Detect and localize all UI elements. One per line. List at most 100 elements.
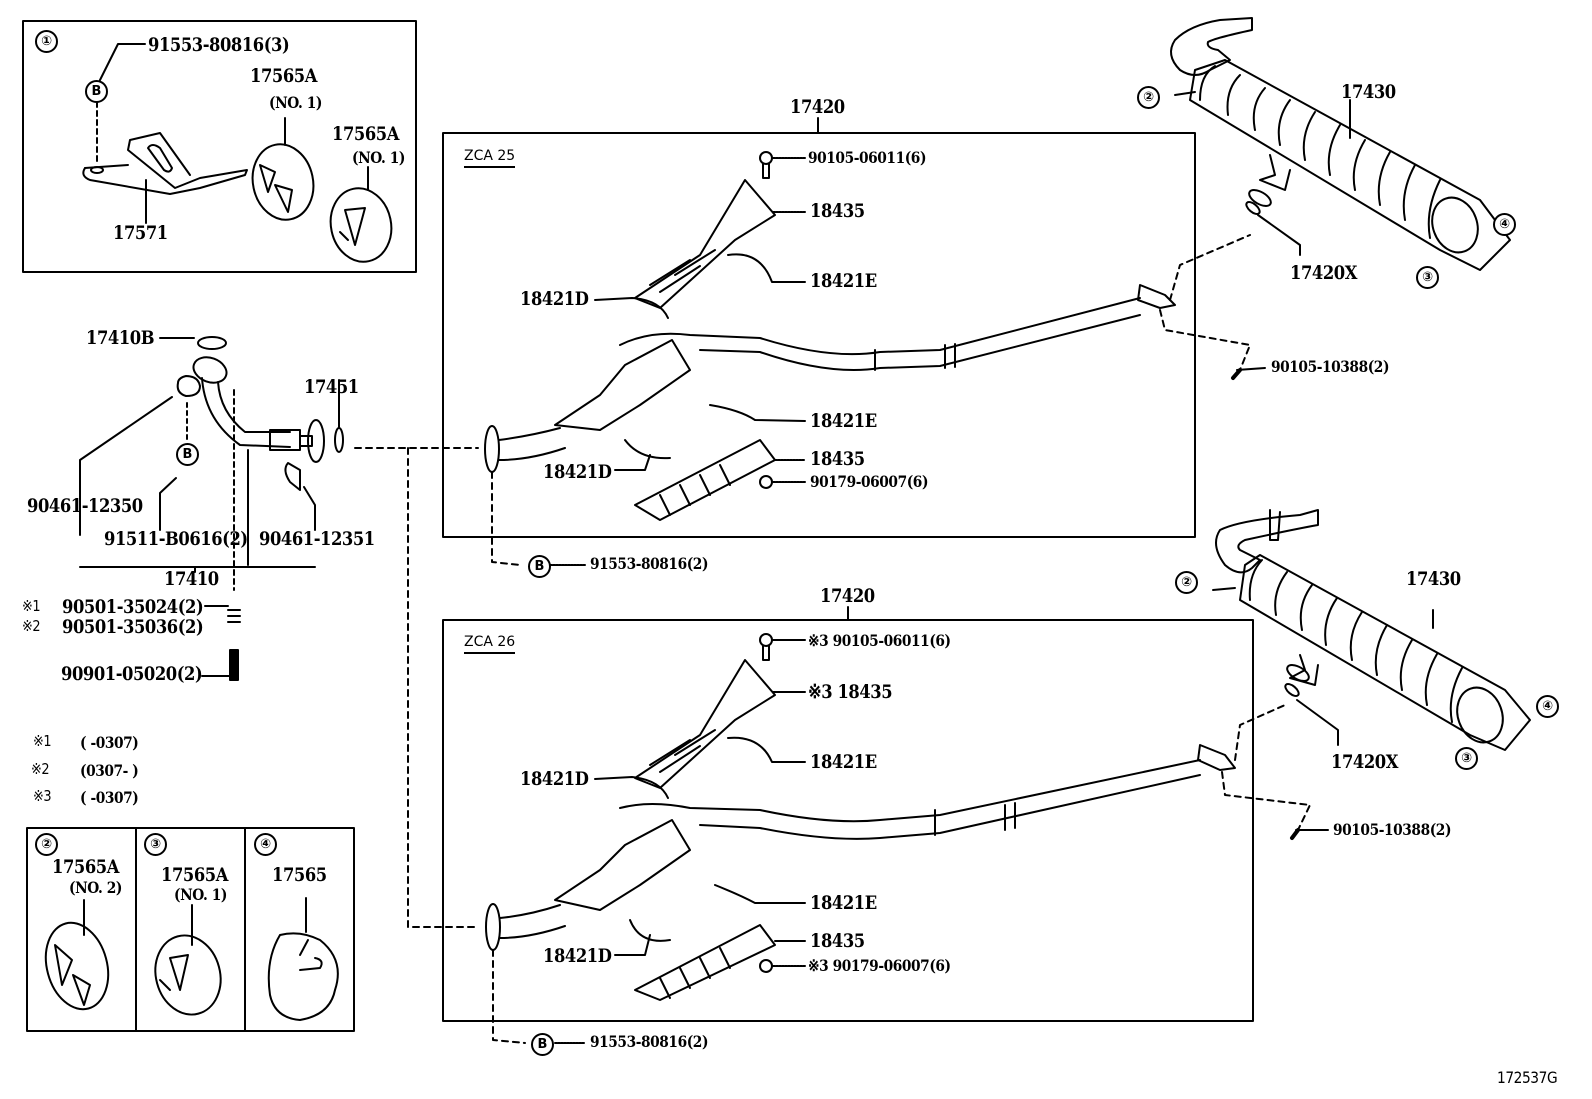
zca26-nut [759,959,806,973]
part-label-spring-90501-35024[interactable]: 90501-35024(2) [62,596,204,618]
inset-divider [135,827,246,1032]
note-mark-2: ※2 [22,617,41,635]
legend-mark: ※1 [33,732,52,750]
hanger-no2-drawing [44,899,110,1011]
legend-mark: ※2 [31,760,50,778]
part-label-bolt-90105-10388[interactable]: 90105-10388(2) [1271,357,1390,376]
zca25-catalyst-pipe [484,234,1266,473]
part-label-bolt-90105-06011[interactable]: ※3 90105-06011(6) [808,631,951,650]
zca26-bolt [759,633,806,661]
note-mark-1: ※1 [22,597,41,615]
zca26-heat-shield-bottom [634,924,806,1001]
zca26-heat-shield-top [634,659,806,789]
part-label-bolt-90105-10388[interactable]: 90105-10388(2) [1333,820,1452,839]
part-label-bolt-91511[interactable]: 91511-B0616(2) [104,528,248,550]
part-label-bracket-17571[interactable]: 17571 [113,222,168,244]
callout-index-3: ③ [1416,266,1439,289]
part-label-clamp-18421e[interactable]: 18421E [810,892,877,914]
part-label-bolt-91553[interactable]: 91553-80816(2) [590,1032,709,1051]
part-label-stud-90901[interactable]: 90901-05020(2) [61,663,203,685]
part-label-clamp-18421d[interactable]: 18421D [543,945,612,967]
model-title-zca26: ZCA 26 [464,634,516,654]
part-label-shield-18435[interactable]: ※3 18435 [808,681,893,703]
part-label-shield-18435[interactable]: 18435 [810,930,865,952]
part-label-assembly-17420[interactable]: 17420 [820,585,875,607]
callout-index-3: ③ [144,833,167,856]
part-label-front-pipe-17410[interactable]: 17410 [164,568,219,590]
legend-range: (0307- ) [80,761,139,780]
part-label-hanger-17565a-no1[interactable]: 17565A [161,864,228,886]
callout-index-4: ④ [1493,213,1516,236]
legend-mark: ※3 [33,787,52,805]
part-label-shield-18435[interactable]: 18435 [810,200,865,222]
hanger-insets-frame [26,827,355,1032]
callout-index-4: ④ [254,833,277,856]
muffler-top-drawing [1170,17,1511,271]
dashed-connection [492,949,526,1044]
part-label-clamp-18421d[interactable]: 18421D [520,768,589,790]
zca25-nut [759,475,806,489]
legend-range: ( -0307) [80,788,139,807]
part-label-gasket-17420x[interactable]: 17420X [1331,751,1398,773]
zca25-heat-shield-top [634,179,806,309]
part-label-hanger-17565a-no2[interactable]: 17565A [52,856,119,878]
bracket-17571-drawing [82,132,248,224]
hanger-17565a-drawing [251,117,315,221]
part-sublabel: (NO. 2) [69,878,122,897]
part-label-nut-90179[interactable]: ※3 90179-06007(6) [808,956,951,975]
callout-index-3: ③ [1455,747,1478,770]
hanger-17565a-drawing [329,166,393,263]
part-label-hanger-17565a[interactable]: 17565A [332,123,399,145]
callout-index-2: ② [35,833,58,856]
clamp-18421e-top [727,736,806,763]
part-label-nut-90179[interactable]: 90179-06007(6) [810,472,929,491]
part-sublabel: (NO. 1) [352,148,405,167]
bolt-ref-b: B [528,555,551,578]
zca25-heat-shield-bottom [634,439,806,521]
part-label-shield-18435[interactable]: 18435 [810,448,865,470]
clamp-18421e-top [727,253,806,283]
part-label-gasket-17410b[interactable]: 17410B [86,327,155,349]
front-pipe-drawing [79,336,344,681]
part-label-bolt-90105-06011[interactable]: 90105-06011(6) [808,148,927,167]
bolt-ref-b: B [531,1033,554,1056]
part-sublabel: (NO. 1) [269,93,322,112]
clamp-18421e-bottom [709,404,806,422]
part-label-hanger-17565a[interactable]: 17565A [250,65,317,87]
part-label-clamp-18421d[interactable]: 18421D [520,288,589,310]
hanger-17565-drawing [267,897,339,1021]
zca25-bolt [759,151,806,179]
part-label-hanger-17565[interactable]: 17565 [272,864,327,886]
part-label-muffler-17430[interactable]: 17430 [1406,568,1461,590]
clamp-18421d-top [594,776,669,799]
model-title-zca25: ZCA 25 [464,148,516,168]
callout-index-2: ② [1137,86,1160,109]
dashed-connection [491,471,521,566]
callout-index-2: ② [1175,571,1198,594]
leader-line [99,43,146,81]
part-label-bracket-90461-12350[interactable]: 90461-12350 [27,495,143,517]
part-label-assembly-17420[interactable]: 17420 [790,96,845,118]
part-label-clamp-18421e[interactable]: 18421E [810,270,877,292]
part-label-bolt-91553[interactable]: 91553-80816(2) [590,554,709,573]
part-label-bolt-91553[interactable]: 91553-80816(3) [148,34,290,56]
hanger-no1-drawing [154,904,222,1016]
clamp-18421d-top [594,297,669,319]
part-label-gasket-17451[interactable]: 17451 [304,376,359,398]
part-label-spring-90501-35036[interactable]: 90501-35036(2) [62,616,204,638]
muffler-bottom-drawing [1212,509,1531,751]
part-label-muffler-17430[interactable]: 17430 [1341,81,1396,103]
part-label-clamp-18421e[interactable]: 18421E [810,751,877,773]
clamp-18421e-bottom [714,884,806,904]
part-label-bracket-90461-12351[interactable]: 90461-12351 [259,528,375,550]
part-sublabel: (NO. 1) [174,885,227,904]
part-label-clamp-18421d[interactable]: 18421D [543,461,612,483]
bolt-ref-b: B [176,443,199,466]
clamp-18421d-bottom [614,919,671,956]
part-label-clamp-18421e[interactable]: 18421E [810,410,877,432]
zca26-catalyst-pipe [485,704,1329,951]
part-label-gasket-17420x[interactable]: 17420X [1290,262,1357,284]
callout-index-4: ④ [1536,695,1559,718]
bolt-ref-b: B [85,80,108,103]
